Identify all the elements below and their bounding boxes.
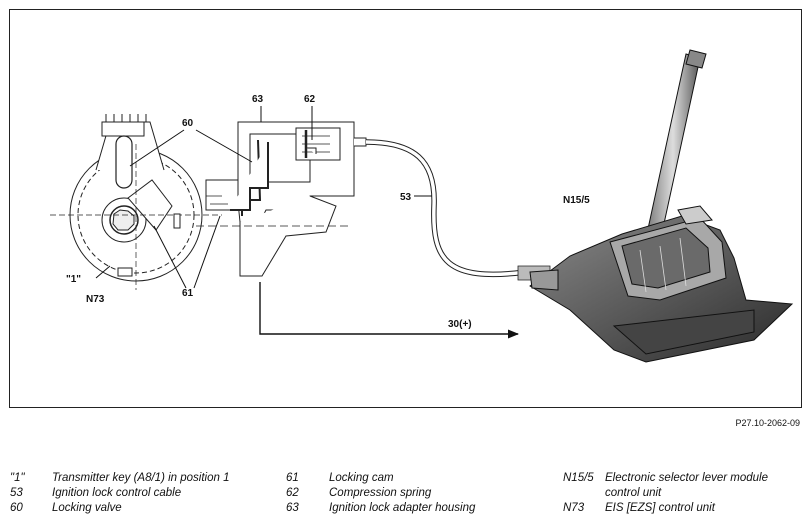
legend-key: N15/5 [563, 472, 594, 484]
legend-key: N73 [563, 502, 585, 514]
legend-text: Compression spring [329, 487, 432, 499]
legend-item: 63 Ignition lock adapter housing [286, 501, 475, 516]
ignition-lock-adapter-housing [196, 121, 367, 277]
legend-column-3: N15/5 Electronic selector lever module co… [563, 471, 800, 516]
legend-column-1: "1"Transmitter key (A8/1) in position 1 … [10, 471, 229, 516]
leader-lines [95, 106, 432, 289]
label-53: 53 [400, 192, 412, 203]
label-60: 60 [182, 118, 194, 129]
legend-key: 63 [286, 502, 299, 514]
legend-item: 62 Compression spring [286, 486, 475, 501]
legend-key: 53 [10, 487, 23, 499]
legend-item: "1" Transmitter key (A8/1) in position 1 [10, 471, 229, 486]
ignition-lock-control-cable [365, 139, 551, 281]
legend-item: 60 Locking valve [10, 501, 229, 516]
label-position-1: "1" [66, 274, 81, 285]
legend-text: Ignition lock control cable [52, 487, 182, 499]
signal-line-30-plus [259, 282, 520, 339]
selector-lever-module-n155 [529, 49, 794, 363]
label-63: 63 [252, 94, 264, 105]
legend-text: Locking cam [329, 472, 394, 484]
legend-column-2: 61 Locking cam 62 Compression spring 63 Ign… [286, 471, 475, 516]
label-61: 61 [182, 288, 194, 299]
legend-item: 61 Locking cam [286, 471, 475, 486]
label-n15-5: N15/5 [563, 195, 590, 206]
legend-item: N15/5 Electronic selector lever module co… [563, 471, 800, 501]
legend-text: EIS [EZS] control unit [605, 502, 715, 514]
legend-text: Ignition lock adapter housing [329, 502, 476, 514]
legend-text: Transmitter key (A8/1) in position 1 [52, 472, 230, 484]
legend-key: 60 [10, 502, 23, 514]
legend-key: 62 [286, 487, 299, 499]
diagram-figure: 60 61 62 63 53 N15/5 N73 "1" 30(+) [9, 9, 802, 408]
ignition-lock-n73 [50, 114, 222, 290]
label-30-plus: 30(+) [448, 319, 472, 330]
legend-item: 53 Ignition lock control cable [10, 486, 229, 501]
diagram-drawing: 60 61 62 63 53 N15/5 N73 "1" 30(+) [50, 49, 794, 363]
legend-key: "1" [10, 472, 25, 484]
legend-text: Electronic selector lever module control… [605, 472, 768, 499]
legend-text: Locking valve [52, 502, 122, 514]
figure-reference: P27.10-2062-09 [735, 418, 800, 428]
label-n73: N73 [86, 294, 105, 305]
legend-key: 61 [286, 472, 299, 484]
legend-item: N73 EIS [EZS] control unit [563, 501, 800, 516]
label-62: 62 [304, 94, 316, 105]
